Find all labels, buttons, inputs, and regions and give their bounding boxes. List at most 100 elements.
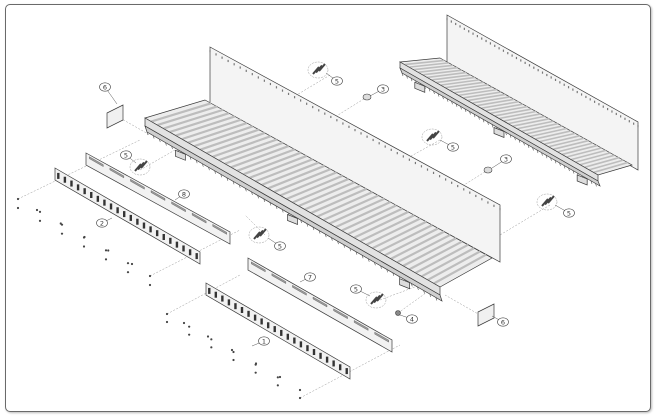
wall-notch	[312, 105, 314, 109]
screw	[230, 348, 234, 352]
wall-notch	[233, 63, 235, 66]
rail-tooth	[349, 248, 352, 252]
panel-slot	[76, 184, 80, 191]
panel-slot	[182, 245, 185, 252]
floor-rib	[575, 152, 611, 163]
rail-tooth	[429, 293, 431, 298]
wall-notch	[336, 119, 338, 122]
connector-group-outline	[365, 291, 387, 309]
floor-rib	[156, 105, 218, 127]
floor-rib	[534, 130, 572, 140]
floor-rib	[206, 131, 266, 155]
screw	[188, 325, 191, 328]
screw	[298, 396, 302, 400]
panel-slot	[103, 199, 106, 206]
wall-notch	[287, 92, 290, 95]
rail-tooth	[563, 165, 566, 169]
callout-label-5: 5	[335, 77, 339, 85]
leader-line	[17, 139, 141, 200]
connector-pin	[376, 293, 384, 302]
wall-notch	[318, 109, 320, 112]
connector-pin	[318, 63, 326, 72]
rail-tooth	[473, 113, 476, 118]
wall-notch	[378, 142, 380, 145]
connector-pin	[544, 196, 552, 206]
screw	[107, 249, 110, 252]
wall-notch	[524, 61, 526, 64]
panel-slot	[90, 192, 93, 198]
floor-rib	[494, 108, 532, 117]
end-plate-6-right	[477, 303, 495, 327]
wall-notch	[432, 171, 435, 174]
floor-rib	[467, 93, 506, 102]
end-plate-6-left	[106, 104, 124, 129]
floor-rib	[310, 187, 367, 215]
screw	[254, 362, 258, 365]
rail-tooth	[550, 157, 552, 161]
wall-notch	[450, 20, 452, 23]
screw	[148, 283, 152, 287]
wall-notch	[537, 69, 539, 72]
nut-part	[395, 310, 401, 316]
floor-rib	[588, 159, 624, 171]
rail-tooth	[306, 223, 309, 227]
rail-tooth	[437, 93, 440, 97]
wall-notch	[455, 22, 457, 26]
wall-notch	[239, 66, 241, 69]
main-tray	[144, 46, 501, 302]
mounting-foot	[399, 278, 410, 290]
floor-rib	[322, 194, 379, 222]
connector-group-outline	[307, 61, 329, 79]
screw	[232, 358, 235, 362]
vent-grille	[251, 261, 266, 273]
connector-pin	[432, 130, 440, 139]
callout-label-6: 6	[501, 318, 505, 326]
wall-notch	[348, 125, 350, 128]
callout-label-5: 5	[124, 151, 128, 159]
wall-notch	[502, 49, 505, 52]
floor-rib	[169, 112, 230, 134]
rail-tooth	[361, 255, 364, 259]
leader-line	[379, 284, 421, 301]
connector-pin	[312, 66, 320, 75]
rail-tooth	[595, 183, 597, 187]
assembled-tray-view	[398, 14, 639, 187]
floor-rib	[335, 201, 391, 229]
panel-slot	[345, 368, 348, 375]
floor-rib	[285, 174, 343, 200]
screw	[148, 274, 152, 278]
callout-circle	[274, 241, 286, 251]
floor-rib	[199, 128, 260, 151]
callout-circle	[258, 336, 270, 346]
rail-tooth	[171, 145, 173, 150]
screw	[35, 208, 39, 212]
wall-notch	[494, 44, 496, 47]
panel-slot	[175, 241, 179, 248]
clip-part	[483, 166, 493, 174]
screw	[16, 197, 20, 201]
wall-notch	[487, 201, 489, 204]
rail-tooth	[435, 297, 438, 301]
panel-slot	[188, 249, 192, 256]
rail-tooth	[152, 135, 155, 139]
panel-slot	[83, 188, 86, 195]
screw	[206, 335, 210, 338]
rail-tooth	[482, 119, 485, 123]
wall-notch	[499, 208, 501, 211]
panel-slot	[306, 345, 309, 352]
wall-notch	[481, 37, 483, 40]
rail-tooth	[514, 137, 516, 141]
screw	[130, 262, 134, 266]
screw	[38, 210, 42, 213]
floor-rib	[453, 86, 493, 94]
front-panels	[54, 104, 495, 380]
connector-pin	[253, 231, 261, 240]
wall-notch	[459, 25, 461, 28]
lower-rail	[399, 67, 601, 187]
floor-rib	[584, 156, 620, 169]
floor-rib	[561, 144, 598, 156]
wall-notch	[511, 54, 513, 57]
rail-tooth	[281, 209, 284, 213]
panel-7	[247, 257, 393, 353]
wall-notch	[472, 32, 474, 35]
